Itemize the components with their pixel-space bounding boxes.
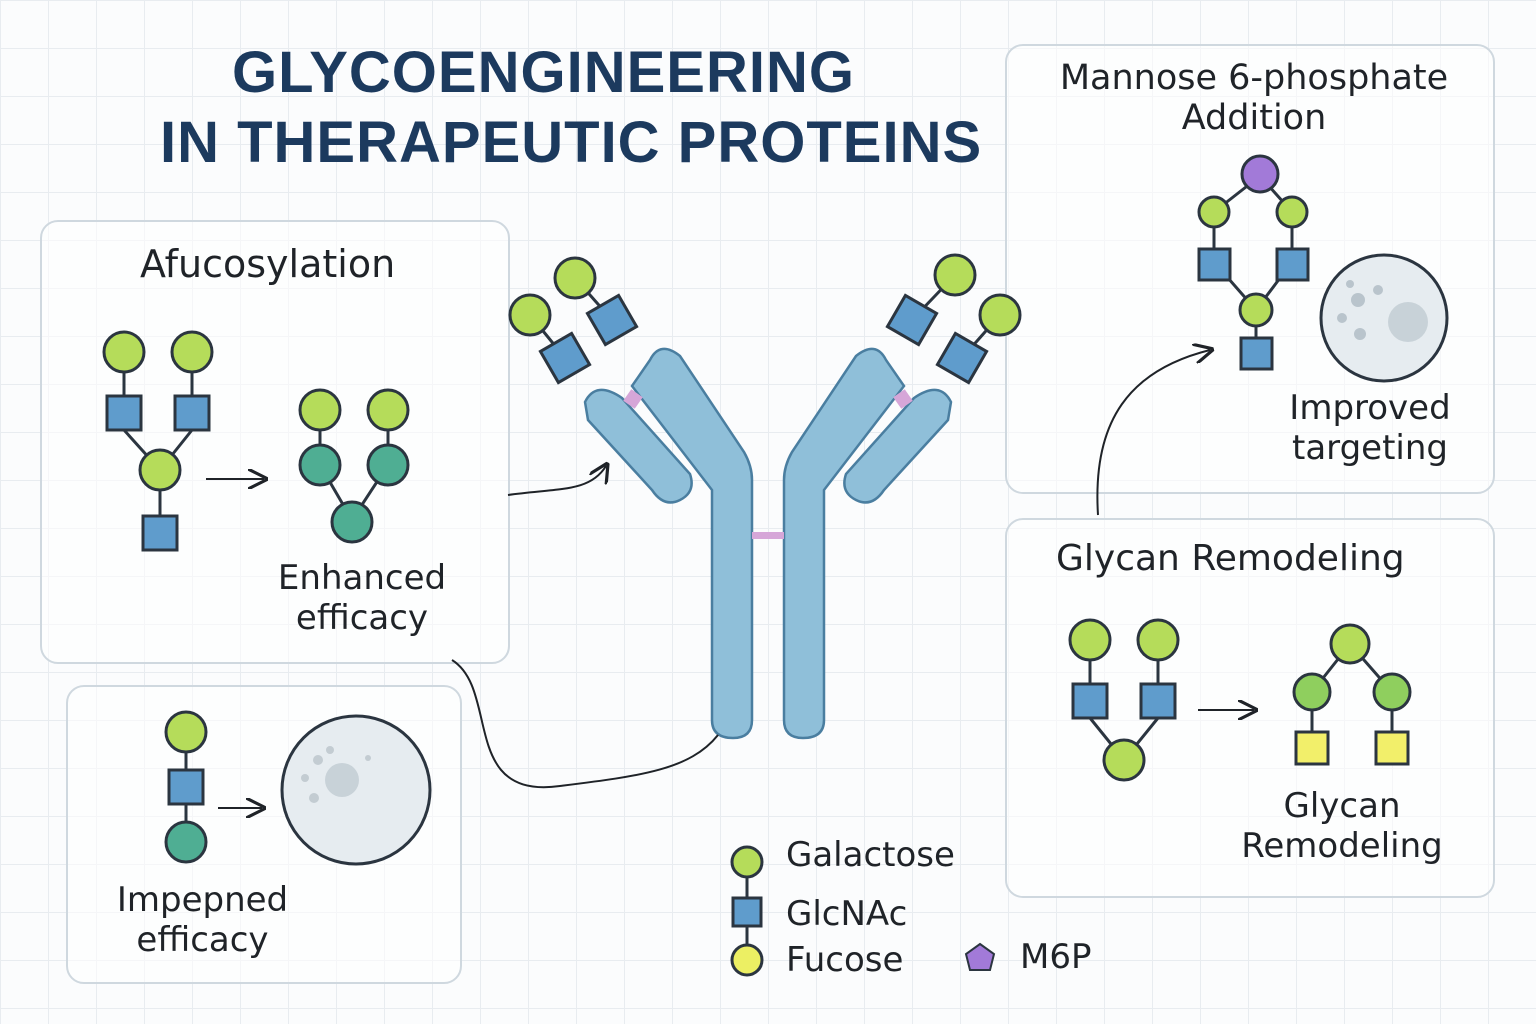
- m6p-caption-line-1: Improved: [1289, 388, 1451, 428]
- left-arm-bond: [623, 389, 643, 409]
- galactose-icon: [933, 253, 977, 297]
- teal-sugar-icon: [330, 500, 374, 544]
- m6p-glycan: [1197, 154, 1310, 371]
- galactose-icon: [138, 448, 182, 492]
- m6p-pentagon-icon: [964, 942, 996, 971]
- afucosylation-caption-line-2: efficacy: [295, 598, 429, 638]
- page-title: GLYCOENGINEERING IN THERAPEUTIC PROTEINS: [160, 38, 1020, 178]
- connector-afucosylation-to-antibody: [507, 466, 606, 496]
- fucose-circle-icon: [730, 943, 764, 977]
- glcnac-icon: [885, 293, 939, 347]
- remodeling-glycan-before: [1068, 618, 1180, 782]
- afucosylation-title: Afucosylation: [140, 242, 396, 286]
- glcnac-icon: [1239, 336, 1274, 371]
- glycan-remodeling-caption-line-2: Remodeling: [1241, 826, 1443, 866]
- antibody-glycan-left: [508, 256, 639, 385]
- antibody: [583, 347, 953, 740]
- glcnac-icon: [585, 293, 639, 347]
- glcnac-icon: [173, 394, 211, 432]
- legend-label-galactose: Galactose: [786, 835, 955, 875]
- galactose-icon: [553, 256, 597, 300]
- galactose-icon: [1275, 195, 1309, 229]
- right-arm-bond: [893, 389, 913, 409]
- galactose-teal-icon: [1292, 672, 1332, 712]
- galactose-icon: [298, 388, 342, 432]
- nk-glycan: [164, 710, 208, 864]
- disulfide-bonds: [623, 389, 913, 539]
- glycan-remodeling-title: Glycan Remodeling: [1056, 538, 1405, 579]
- m6p-title-line-2: Addition: [1181, 98, 1327, 138]
- teal-sugar-icon: [298, 443, 342, 487]
- glcnac-icon: [538, 331, 592, 385]
- m6p-icon: [1240, 154, 1280, 194]
- nk-cell: [280, 714, 432, 866]
- heavy-chain-left: [630, 347, 754, 740]
- glcnac-icon: [141, 514, 179, 552]
- afucosylated-glycan-after: [298, 388, 410, 544]
- connector-remodeling-to-m6p: [1096, 350, 1210, 516]
- galactose-circle-icon: [730, 845, 764, 879]
- galactose-icon: [164, 710, 208, 754]
- afucosylation-panel: [40, 220, 510, 664]
- galactose-icon: [366, 388, 410, 432]
- galactose-icon: [1197, 195, 1231, 229]
- legend-label-fucose: Fucose: [786, 940, 904, 980]
- galactose-icon: [170, 330, 214, 374]
- afucosylated-glycan-before: [102, 330, 214, 552]
- antibody-glycan-right: [885, 253, 1022, 385]
- teal-sugar-icon: [366, 443, 410, 487]
- fucose-square-icon: [1374, 730, 1410, 766]
- galactose-icon: [1329, 623, 1371, 665]
- nk-caption: Impepned efficacy: [100, 880, 305, 960]
- fucose-square-icon: [1294, 730, 1330, 766]
- legend-label-glcnac: GlcNAc: [786, 894, 908, 934]
- title-line-1: GLYCOENGINEERING: [232, 40, 855, 105]
- teal-sugar-icon: [164, 820, 208, 864]
- glcnac-icon: [1197, 247, 1232, 282]
- glcnac-icon: [167, 768, 205, 806]
- glcnac-icon: [935, 331, 989, 385]
- m6p-caption: Improved targeting: [1270, 388, 1470, 468]
- glycan-remodeling-caption-line-1: Glycan: [1283, 786, 1401, 826]
- light-chain-left: [583, 388, 693, 504]
- galactose-icon: [978, 293, 1022, 337]
- lysosome-cell: [1319, 253, 1449, 383]
- galactose-icon: [1136, 618, 1180, 662]
- glcnac-icon: [105, 394, 143, 432]
- galactose-icon: [1102, 738, 1146, 782]
- glcnac-icon: [1139, 682, 1177, 720]
- afucosylation-caption: Enhanced efficacy: [262, 558, 462, 638]
- glcnac-square-icon: [731, 896, 763, 928]
- remodeling-glycan-after: [1292, 623, 1412, 766]
- galactose-teal-icon: [1372, 672, 1412, 712]
- nk-caption-line-2: efficacy: [136, 920, 269, 960]
- nk-caption-line-1: Impepned: [116, 880, 289, 920]
- glcnac-icon: [1071, 682, 1109, 720]
- galactose-icon: [102, 330, 146, 374]
- afucosylation-caption-line-1: Enhanced: [277, 558, 447, 598]
- title-line-2: IN THERAPEUTIC PROTEINS: [160, 110, 983, 175]
- galactose-icon: [1238, 292, 1274, 328]
- legend-label-m6p: M6P: [1020, 937, 1092, 977]
- galactose-icon: [508, 293, 552, 337]
- legend-icons: [730, 845, 996, 977]
- connector-nk-to-antibody: [451, 659, 719, 789]
- hinge-bond: [752, 532, 784, 539]
- m6p-title-line-1: Mannose 6-phosphate: [1059, 58, 1449, 98]
- m6p-title: Mannose 6-phosphate Addition: [1040, 58, 1468, 138]
- glcnac-icon: [1275, 247, 1310, 282]
- light-chain-right: [843, 388, 953, 504]
- m6p-caption-line-2: targeting: [1292, 428, 1448, 468]
- glycan-remodeling-caption: Glycan Remodeling: [1232, 786, 1452, 866]
- heavy-chain-right: [782, 347, 906, 740]
- galactose-icon: [1068, 618, 1112, 662]
